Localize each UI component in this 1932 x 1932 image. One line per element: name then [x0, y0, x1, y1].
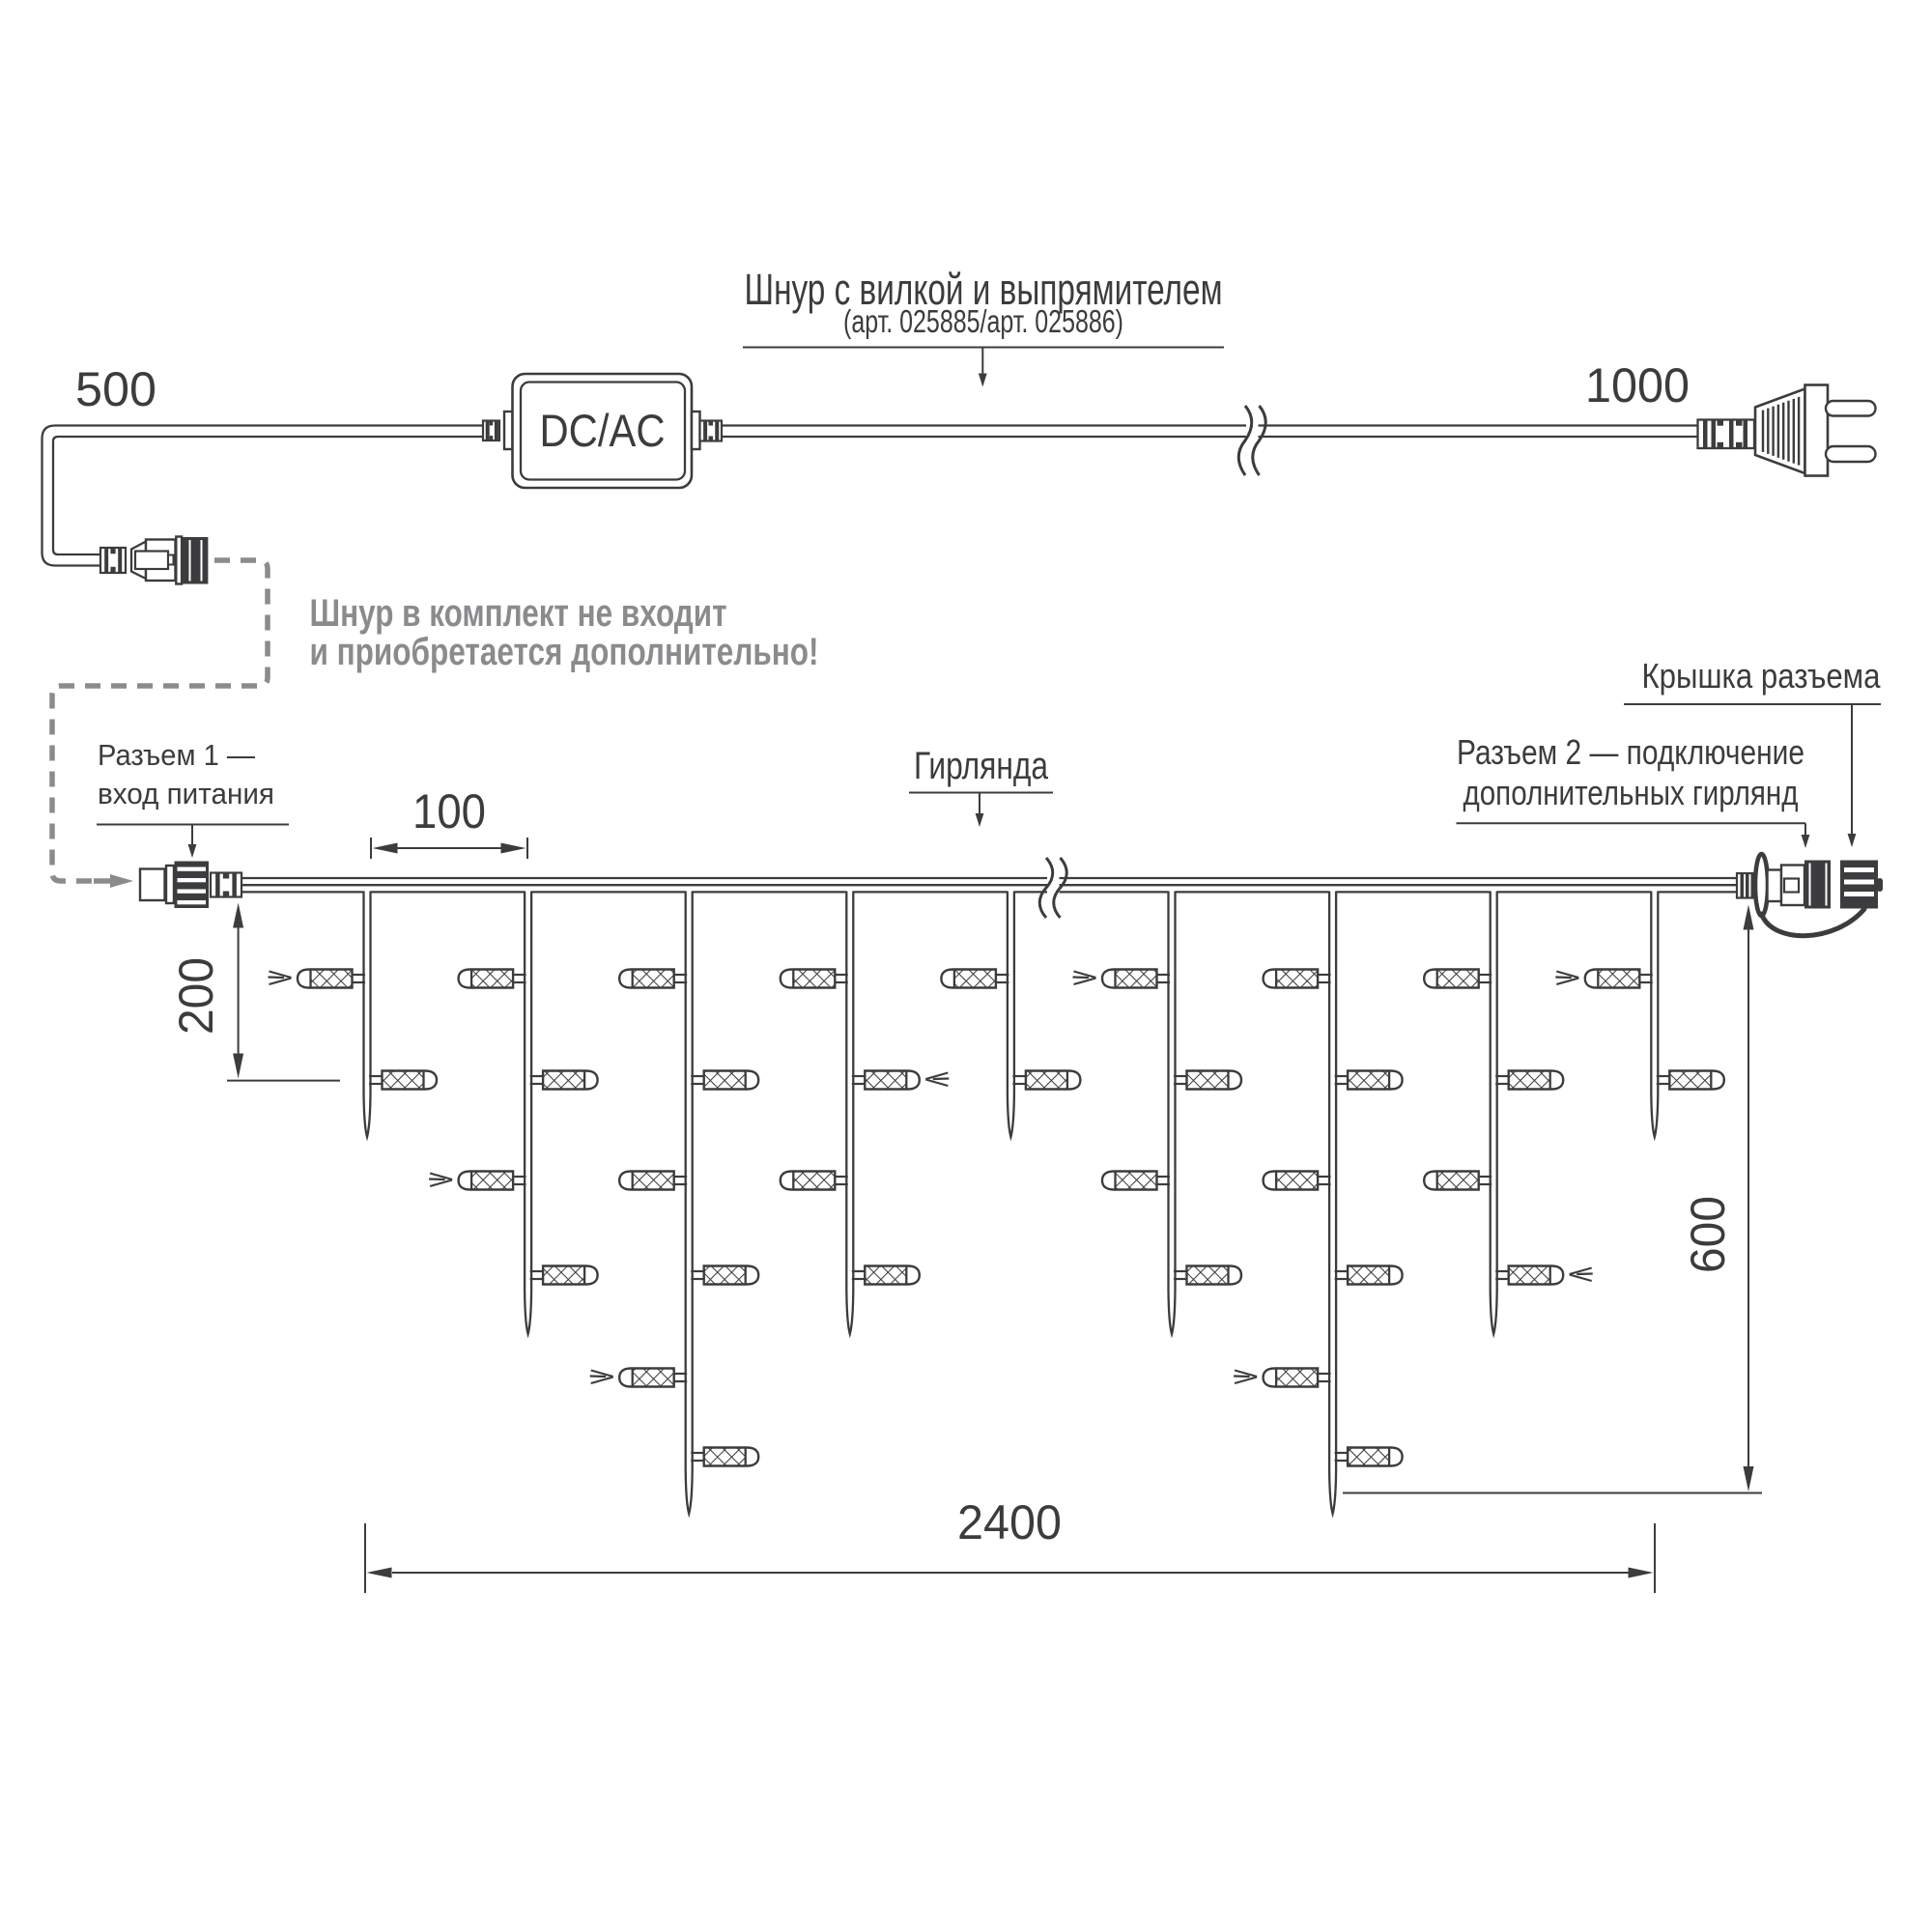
label-text: и приобретается дополнительно!: [310, 631, 819, 673]
label-text: вход питания: [98, 777, 274, 810]
connector-2: [1735, 851, 1883, 939]
led-bulb: [1334, 1069, 1404, 1091]
led-bulb: [268, 968, 365, 989]
not-included-cord-dashed-path: [49, 557, 270, 888]
garland: [242, 854, 1737, 1519]
dim-max-drop-depth: 600: [1343, 904, 1762, 1494]
dim-garland-length: 2400: [364, 1495, 1656, 1593]
flash-marker: [1569, 1266, 1593, 1283]
cord-left-length-label: 500: [75, 362, 156, 416]
label-text: 100: [412, 784, 486, 838]
led-bulb: [1234, 1367, 1331, 1388]
led-bulb: [1495, 1069, 1565, 1091]
led-bulb: [457, 968, 526, 989]
label-text: 1000: [1585, 358, 1690, 412]
led-bulb: [779, 968, 848, 989]
adapter-cord-connector: [99, 535, 209, 585]
label-text: 600: [1681, 1196, 1735, 1273]
flash-marker: [589, 1369, 613, 1385]
connector1-label: Разъем 1 — вход питания: [97, 738, 289, 858]
dc-ac-label: DC/AC: [540, 405, 666, 456]
flash-marker: [1555, 970, 1579, 986]
garland-drop: [1234, 891, 1404, 1519]
garland-drop: [779, 891, 950, 1339]
garland-label: Гирлянда: [909, 745, 1053, 827]
mains-plug: [1696, 384, 1877, 477]
label-text: Разъем 2 — подключение: [1457, 732, 1804, 772]
labels: Разъем 1 — вход питания Гирлянда Разъем 2 —…: [97, 656, 1881, 858]
garland-drop: [268, 891, 439, 1142]
label-text: 200: [169, 957, 223, 1035]
led-bulb: [1422, 968, 1492, 989]
led-bulb: [1072, 968, 1170, 989]
cord-left: [41, 424, 485, 567]
led-bulb: [1656, 1069, 1726, 1091]
led-bulb: [529, 1069, 599, 1091]
label-text: 2400: [957, 1495, 1062, 1549]
garland-drop: [589, 891, 760, 1519]
led-bulb: [1100, 1170, 1170, 1191]
garland-drop: [940, 891, 1082, 1142]
flash-marker: [429, 1172, 453, 1188]
led-bulb: [1174, 1069, 1243, 1091]
label-text: 500: [75, 362, 156, 416]
led-bulb: [529, 1264, 599, 1286]
led-bulb: [617, 968, 688, 989]
garland-drop: [429, 891, 599, 1339]
led-bulb: [1334, 1264, 1404, 1286]
label-text: дополнительных гирлянд: [1463, 773, 1799, 812]
led-bulb: [589, 1367, 688, 1388]
cord-right: [722, 402, 1698, 479]
cord-title-label: Шнур с вилкой и выпрямителем(арт. 025885…: [743, 265, 1224, 387]
led-bulb: [779, 1170, 848, 1191]
label-text: Разъем 1 —: [98, 738, 255, 772]
led-bulb: [691, 1069, 760, 1091]
label-text: Гирлянда: [914, 745, 1049, 787]
dim-drop-spacing: 100: [370, 784, 528, 859]
flash-marker: [1072, 970, 1096, 986]
led-bulb: [851, 1264, 922, 1286]
garland-wire: [242, 876, 1737, 894]
led-bulb: [429, 1170, 526, 1191]
label-text: DC/AC: [540, 405, 666, 456]
label-text: (арт. 025885/арт. 025886): [843, 303, 1123, 339]
led-bulb: [1012, 1069, 1082, 1091]
label-text: Шнур с вилкой и выпрямителем: [745, 265, 1223, 314]
led-bulb: [617, 1170, 688, 1191]
garland-drop: [1072, 891, 1243, 1339]
cap-label: Крышка разъема: [1624, 656, 1881, 847]
led-bulb: [851, 1069, 950, 1091]
led-bulb: [1334, 1446, 1404, 1467]
flash-marker: [925, 1071, 950, 1088]
led-bulb: [1262, 1170, 1331, 1191]
led-bulb: [1495, 1264, 1593, 1286]
dc-ac-converter: DC/AC: [481, 372, 724, 490]
led-bulb: [1174, 1264, 1243, 1286]
garland-drop: [1555, 891, 1726, 1142]
dim-first-drop-depth: 200: [169, 902, 340, 1082]
led-bulb: [691, 1264, 760, 1286]
led-bulb: [691, 1446, 760, 1467]
cord-right-length-label: 1000: [1585, 358, 1690, 412]
led-bulb: [1555, 968, 1653, 989]
connector-cap: [1840, 860, 1883, 909]
label-text: Шнур в комплект не входит: [310, 592, 727, 635]
led-bulb: [369, 1069, 439, 1091]
connector-1: [138, 861, 243, 908]
led-bulb: [1262, 968, 1331, 989]
dimensions: 100 200 600 2400: [169, 784, 1762, 1593]
flash-marker: [268, 970, 292, 986]
garland-drop: [1422, 891, 1593, 1339]
label-text: Крышка разъема: [1642, 656, 1882, 696]
led-bulb: [940, 968, 1009, 989]
led-bulb: [1422, 1170, 1492, 1191]
wire-break: [1037, 854, 1068, 922]
cap-tether: [1759, 906, 1867, 939]
flash-marker: [1234, 1369, 1258, 1385]
